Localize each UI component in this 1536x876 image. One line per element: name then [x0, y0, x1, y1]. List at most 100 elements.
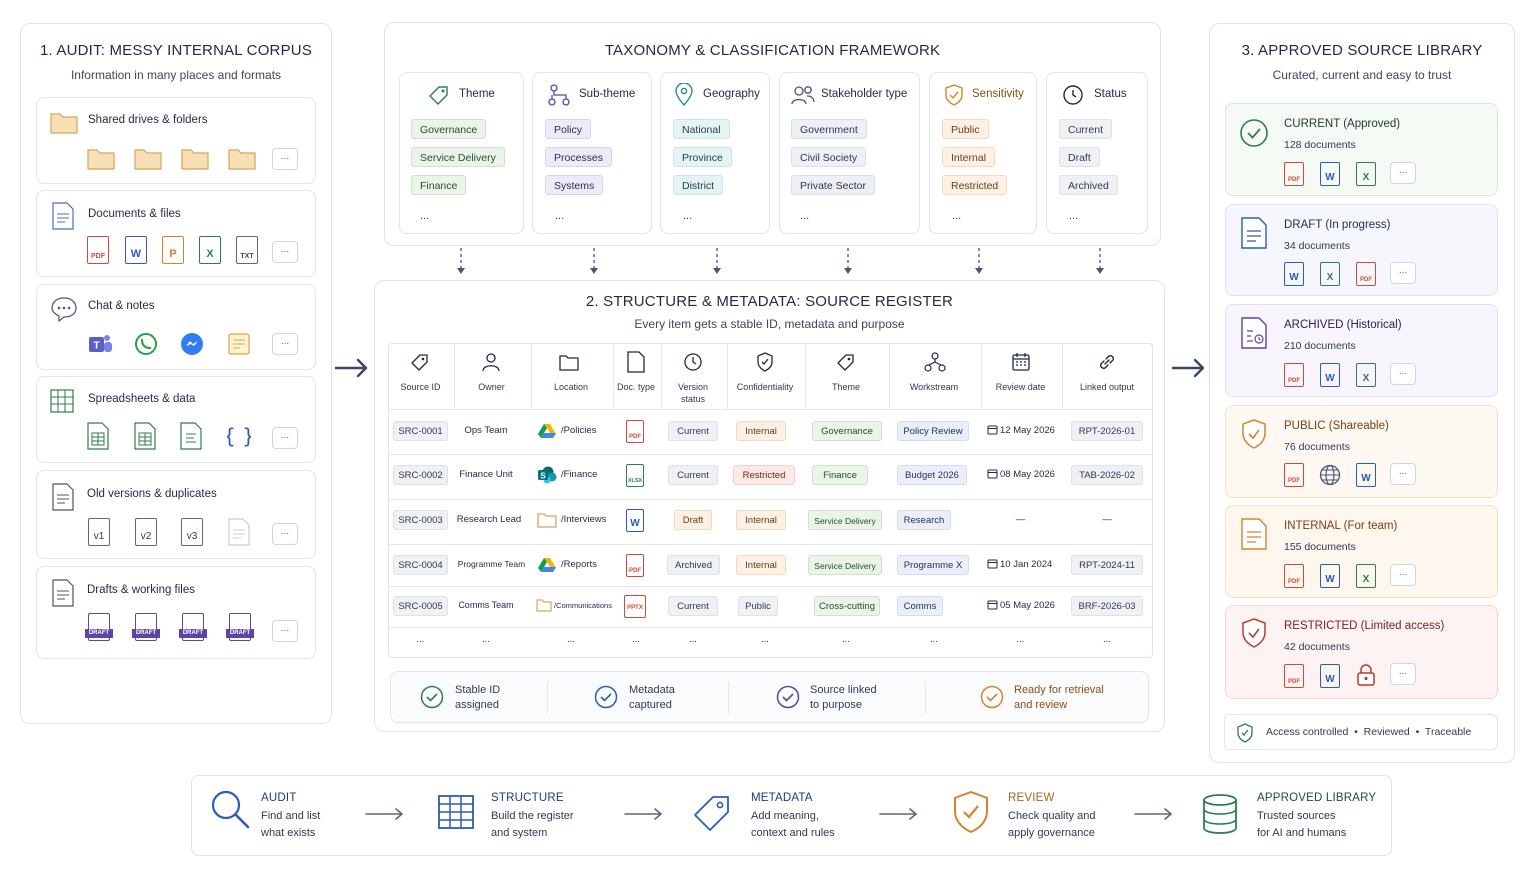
library-card-count: 34 documents: [1284, 240, 1350, 252]
theme-chip[interactable]: Cross-cutting: [814, 596, 880, 616]
theme-chip[interactable]: Finance: [812, 465, 868, 485]
audit-card-chat[interactable]: Chat & notes T ...: [36, 284, 316, 370]
taxonomy-chip[interactable]: Systems: [545, 175, 604, 195]
more-button[interactable]: ...: [1390, 262, 1416, 284]
taxonomy-chip[interactable]: Civil Society: [791, 147, 867, 167]
theme-chip[interactable]: Service Delivery: [808, 510, 882, 530]
more-button[interactable]: ...: [1390, 463, 1416, 485]
workstream-chip[interactable]: Budget 2026: [897, 465, 967, 485]
workstream-chip[interactable]: Research: [897, 510, 951, 530]
source-id-chip[interactable]: SRC-0005: [393, 596, 448, 616]
more-button[interactable]: ...: [272, 620, 298, 642]
library-card-archived[interactable]: ARCHIVED (Historical) 210 documents PDF …: [1225, 304, 1498, 397]
linked-output-chip[interactable]: RPT-2024-11: [1071, 555, 1143, 575]
library-card-count: 128 documents: [1284, 139, 1356, 151]
linked-output-chip[interactable]: TAB-2026-02: [1071, 465, 1143, 485]
google-drive-icon: [538, 558, 556, 572]
library-card-internal[interactable]: INTERNAL (For team) 155 documents PDF W …: [1225, 505, 1498, 598]
audit-card-shared-drives[interactable]: Shared drives & folders ...: [36, 97, 316, 184]
workstream-chip[interactable]: Programme X: [897, 555, 969, 575]
confidentiality-chip[interactable]: Public: [738, 596, 778, 616]
spreadsheet-icon: [50, 389, 74, 413]
version-chip[interactable]: Current: [668, 421, 718, 441]
taxonomy-chip[interactable]: Province: [673, 147, 732, 167]
taxonomy-chip[interactable]: Public: [942, 119, 989, 139]
workstream-chip[interactable]: Policy Review: [897, 421, 969, 441]
confidentiality-chip[interactable]: Restricted: [733, 465, 795, 485]
source-id-chip[interactable]: SRC-0002: [393, 465, 448, 485]
version-chip[interactable]: Current: [668, 465, 718, 485]
more-button[interactable]: ...: [272, 427, 298, 449]
linked-output-chip[interactable]: BRF-2026-03: [1071, 596, 1143, 616]
audit-card-drafts[interactable]: Drafts & working files DRAFT DRAFT DRAFT…: [36, 566, 316, 659]
more-button[interactable]: ...: [1390, 663, 1416, 685]
more-dots: ...: [689, 634, 697, 645]
user-icon: [482, 353, 500, 372]
tag-icon: [411, 354, 428, 371]
more-button[interactable]: ...: [1390, 564, 1416, 586]
library-card-restricted[interactable]: RESTRICTED (Limited access) 42 documents…: [1225, 605, 1498, 699]
confidentiality-chip[interactable]: Internal: [736, 555, 786, 575]
version-chip[interactable]: Archived: [667, 555, 720, 575]
taxonomy-chip[interactable]: Government: [791, 119, 867, 139]
theme-chip[interactable]: Governance: [812, 421, 882, 441]
txt-file-icon: TXT: [236, 236, 258, 264]
flow-step-title: STRUCTURE: [491, 792, 564, 804]
linked-output-cell: —: [1102, 514, 1112, 525]
taxonomy-chip[interactable]: Processes: [545, 147, 613, 167]
confidentiality-chip[interactable]: Internal: [736, 510, 786, 530]
more-button[interactable]: ...: [1390, 363, 1416, 385]
excel-file-icon: X: [1356, 162, 1376, 186]
more-dots: ...: [952, 210, 962, 222]
library-card-public[interactable]: PUBLIC (Shareable) 76 documents PDF W ..…: [1225, 405, 1498, 498]
taxonomy-chip[interactable]: Service Delivery: [411, 147, 505, 167]
audit-subtitle: Information in many places and formats: [70, 68, 282, 82]
owner-cell: Finance Unit: [459, 469, 513, 480]
more-button[interactable]: ...: [1390, 162, 1416, 184]
audit-card-documents[interactable]: Documents & files PDF W P X TXT ...: [36, 190, 316, 277]
taxonomy-chip[interactable]: Restricted: [942, 175, 1008, 195]
taxonomy-chip[interactable]: Draft: [1059, 147, 1100, 167]
folder-icon: [537, 513, 557, 528]
source-id-chip[interactable]: SRC-0003: [393, 510, 448, 530]
grid-table-icon: [438, 795, 474, 829]
taxonomy-chip[interactable]: District: [673, 175, 724, 195]
library-card-count: 155 documents: [1284, 541, 1356, 553]
audit-card-old-versions[interactable]: Old versions & duplicates v1 v2 v3 ...: [36, 470, 316, 559]
taxonomy-chip[interactable]: Policy: [545, 119, 592, 139]
taxonomy-chip[interactable]: Finance: [411, 175, 467, 195]
taxonomy-chip[interactable]: Private Sector: [791, 175, 875, 195]
column-title: Sub-theme: [579, 88, 636, 100]
word-file-icon: W: [1356, 463, 1376, 487]
confidentiality-chip[interactable]: Internal: [736, 421, 786, 441]
linked-output-chip[interactable]: RPT-2026-01: [1071, 421, 1143, 441]
shield-check-icon: [1242, 618, 1266, 648]
taxonomy-chip[interactable]: Archived: [1059, 175, 1118, 195]
taxonomy-chip[interactable]: Current: [1059, 119, 1113, 139]
word-file-icon: W: [1320, 162, 1340, 186]
taxonomy-chip[interactable]: Internal: [942, 147, 996, 167]
taxonomy-column-geography: Geography National Province District ...: [660, 72, 770, 234]
source-id-chip[interactable]: SRC-0001: [393, 421, 448, 441]
workstream-chip[interactable]: Comms: [897, 596, 943, 616]
sheet-file-icon: [134, 422, 156, 450]
library-card-current[interactable]: CURRENT (Approved) 128 documents PDF W X…: [1225, 103, 1498, 196]
version-chip[interactable]: Draft: [674, 510, 712, 530]
column-header: Location: [553, 382, 589, 392]
taxonomy-chip[interactable]: National: [673, 119, 730, 139]
pptx-file-icon: PPTX: [624, 595, 646, 618]
library-card-draft[interactable]: DRAFT (In progress) 34 documents W X PDF…: [1225, 204, 1498, 296]
source-id-chip[interactable]: SRC-0004: [393, 555, 448, 575]
theme-chip[interactable]: Service Delivery: [808, 555, 882, 575]
more-button[interactable]: ...: [272, 523, 298, 545]
more-button[interactable]: ...: [272, 241, 298, 263]
location-cell: /Communications: [554, 601, 612, 610]
flow-step-desc: Add meaning,context and rules: [751, 810, 835, 839]
taxonomy-chip[interactable]: Governance: [411, 119, 487, 139]
audit-card-spreadsheets[interactable]: Spreadsheets & data { } ...: [36, 376, 316, 463]
more-button[interactable]: ...: [272, 333, 298, 355]
more-button[interactable]: ...: [272, 148, 298, 170]
version-chip[interactable]: Current: [668, 596, 718, 616]
